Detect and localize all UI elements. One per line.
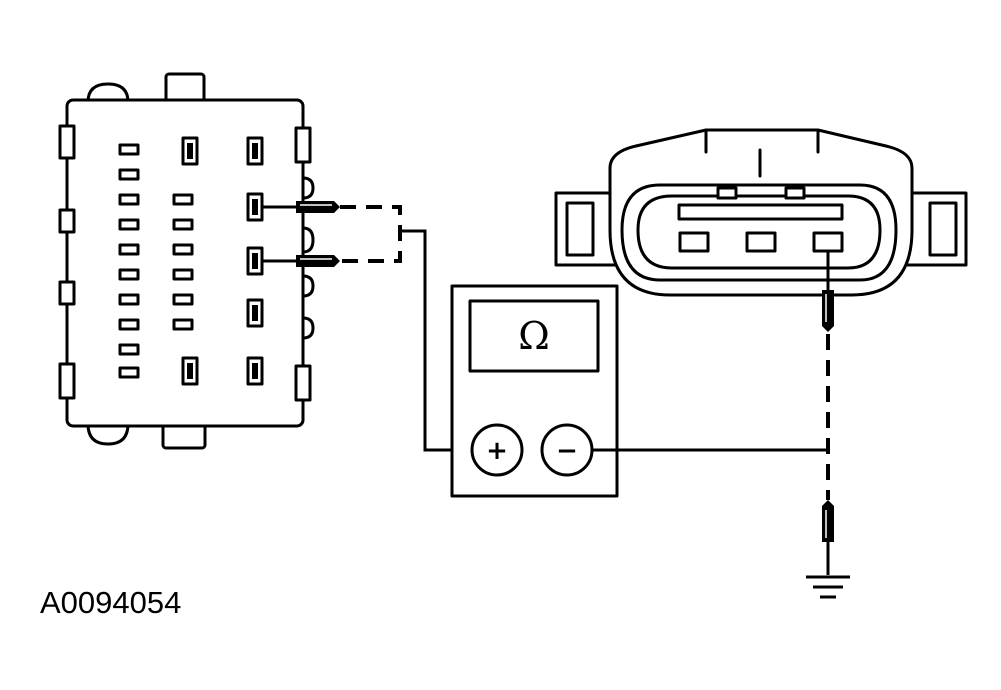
positive-terminal-label: + — [486, 436, 508, 466]
positive-lead — [400, 229, 472, 452]
test-probe-icon — [262, 255, 340, 267]
jumper-lead — [340, 205, 402, 263]
pin-column-2 — [172, 136, 199, 386]
pin-column-3 — [246, 136, 264, 386]
ohm-symbol: Ω — [518, 314, 550, 358]
figure-id-label: A0094054 — [40, 585, 182, 620]
ground-symbol-icon — [806, 575, 850, 599]
ohmmeter: Ω + − — [450, 284, 619, 498]
test-probe-icon — [822, 290, 834, 332]
test-probe-icon — [262, 201, 340, 213]
pin-column-1 — [118, 143, 140, 379]
meter-display — [468, 299, 600, 373]
sensor-connector — [554, 128, 968, 297]
test-probe-icon — [822, 500, 834, 542]
negative-terminal-label: − — [556, 436, 578, 466]
positive-terminal — [470, 423, 524, 477]
